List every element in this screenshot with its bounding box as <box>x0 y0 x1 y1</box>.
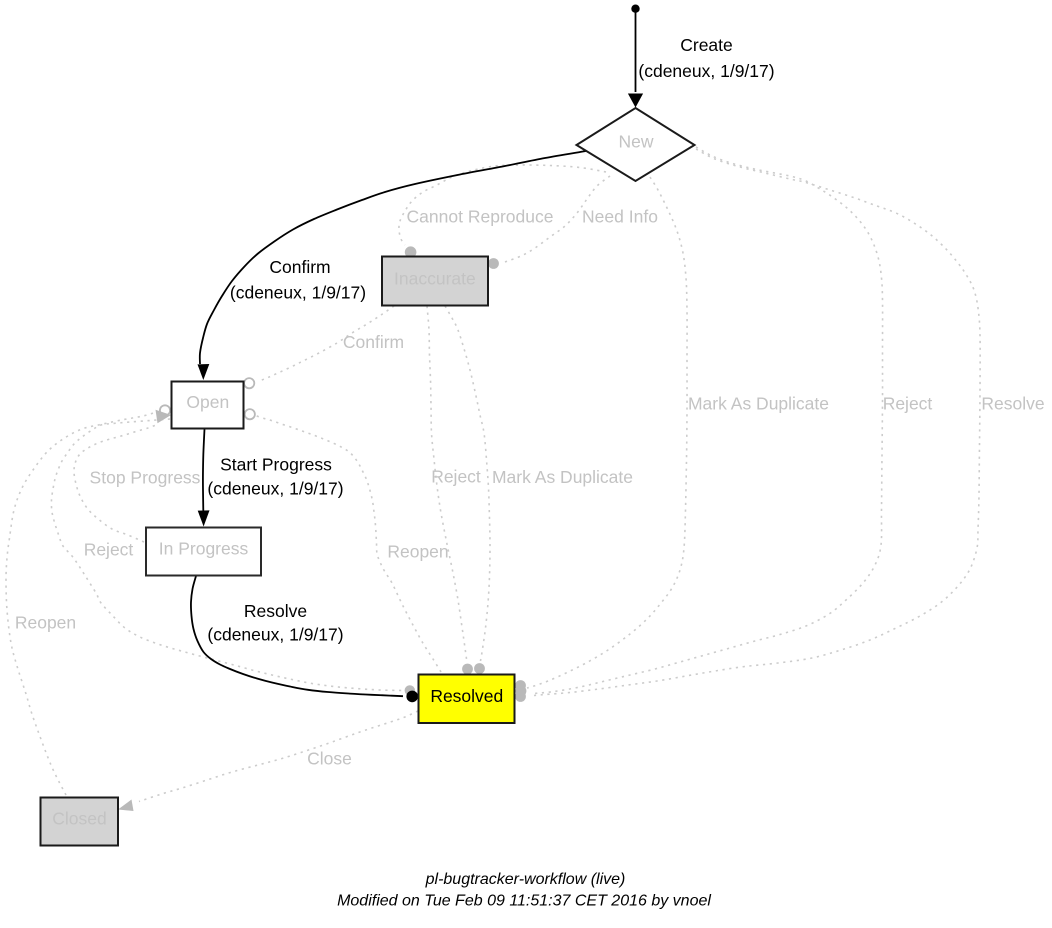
svg-text:(cdeneux, 1/9/17): (cdeneux, 1/9/17) <box>207 479 343 499</box>
svg-text:Need Info: Need Info <box>582 207 658 227</box>
svg-text:(cdeneux, 1/9/17): (cdeneux, 1/9/17) <box>638 61 774 81</box>
svg-text:Mark As Duplicate: Mark As Duplicate <box>492 467 633 487</box>
svg-text:Stop Progress: Stop Progress <box>90 468 201 488</box>
svg-text:Reject: Reject <box>431 467 481 487</box>
svg-text:Resolve: Resolve <box>981 394 1044 414</box>
svg-text:Confirm: Confirm <box>343 332 404 352</box>
svg-text:Reject: Reject <box>883 394 933 414</box>
svg-text:Create: Create <box>680 35 733 55</box>
svg-text:Modified on Tue Feb 09 11:51:3: Modified on Tue Feb 09 11:51:37 CET 2016… <box>337 893 711 910</box>
svg-text:Reopen: Reopen <box>15 613 76 633</box>
svg-text:Closed: Closed <box>52 809 106 829</box>
svg-text:Resolved: Resolved <box>430 686 503 706</box>
svg-text:Resolve: Resolve <box>244 601 307 621</box>
svg-text:(cdeneux, 1/9/17): (cdeneux, 1/9/17) <box>230 283 366 303</box>
svg-text:Confirm: Confirm <box>269 257 330 277</box>
svg-text:In Progress: In Progress <box>159 539 249 559</box>
svg-text:New: New <box>618 132 653 152</box>
svg-text:Inaccurate: Inaccurate <box>394 269 476 289</box>
svg-text:Mark As Duplicate: Mark As Duplicate <box>688 394 829 414</box>
svg-text:pl-bugtracker-workflow (live): pl-bugtracker-workflow (live) <box>425 871 626 888</box>
svg-text:Start Progress: Start Progress <box>220 455 332 475</box>
svg-text:Open: Open <box>186 392 229 412</box>
svg-text:Close: Close <box>307 749 352 769</box>
svg-text:Cannot Reproduce: Cannot Reproduce <box>407 207 554 227</box>
svg-text:Reject: Reject <box>84 540 134 560</box>
svg-text:Reopen: Reopen <box>387 542 448 562</box>
svg-text:(cdeneux, 1/9/17): (cdeneux, 1/9/17) <box>207 625 343 645</box>
